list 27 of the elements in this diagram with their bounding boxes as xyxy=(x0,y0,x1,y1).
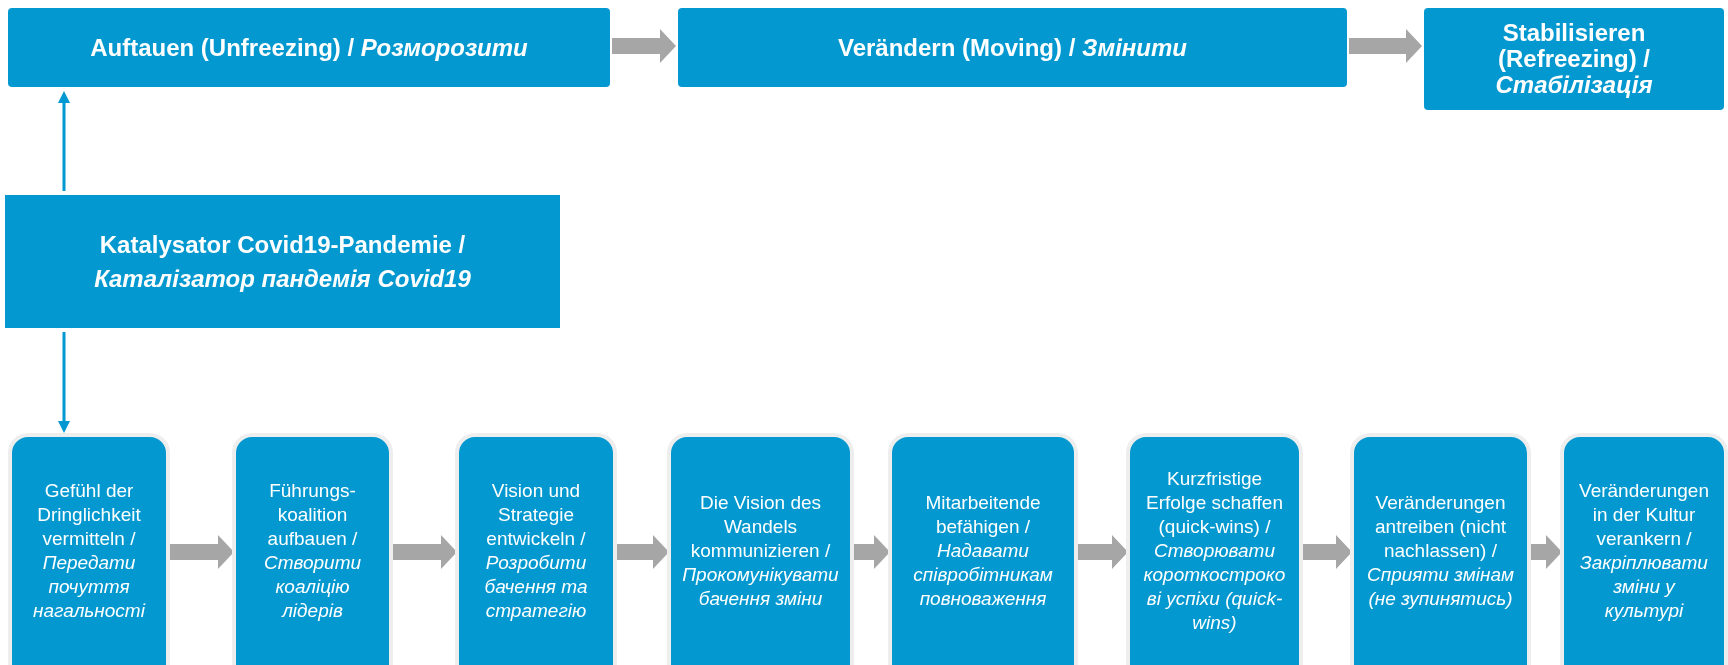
arrow xyxy=(168,535,234,569)
box-label: Die Vision des Wandels kommunizieren / Прокомунікувати бачення зміни xyxy=(681,491,840,611)
box-label: Veränderungen in der Kultur verankern / Закріплювати зміни у культурі xyxy=(1578,479,1710,623)
phase-box xyxy=(8,8,610,87)
phase-box xyxy=(678,8,1347,87)
arrow xyxy=(58,332,70,433)
box-label: Führungs-koalition aufbauen / Створити коаліцію лідерів xyxy=(262,479,363,623)
arrow xyxy=(1076,535,1128,569)
arrow xyxy=(1349,29,1422,63)
box-label: Auftauen (Unfreezing) / Розморозити xyxy=(90,34,528,61)
phase-box xyxy=(1424,8,1724,110)
box-label: Mitarbeitende befähigen / Надавати співробітникам повноваження xyxy=(912,491,1054,611)
box-label: Veränderungen antreiben (nicht nachlassen) / Сприяти змінам (не зупинятись) xyxy=(1365,491,1515,611)
arrow xyxy=(1529,535,1562,569)
arrow xyxy=(852,535,890,569)
arrow xyxy=(58,91,70,191)
box-label: Katalysator Covid19-Pandemie / Каталізатор пандемія Covid19 xyxy=(93,229,472,294)
box-label: Stabilisieren (Refreezing) / Стабілізація xyxy=(1494,20,1654,98)
arrow xyxy=(1301,535,1352,569)
box-label: Vision und Strategie entwickeln / Розробити бачення та стратегію xyxy=(483,479,589,623)
arrow xyxy=(391,535,457,569)
catalyst-box xyxy=(5,195,560,328)
arrow xyxy=(615,535,669,569)
box-label: Verändern (Moving) / Змінити xyxy=(838,34,1187,61)
box-label: Gefühl der Dringlichkeit vermitteln / Передати почуття нагальності xyxy=(32,479,147,623)
box-label: Kurzfristige Erfolge schaffen (quick-wins) / Створювати короткострокові успіхи (quick-wins) xyxy=(1142,467,1287,635)
arrow xyxy=(612,29,676,63)
